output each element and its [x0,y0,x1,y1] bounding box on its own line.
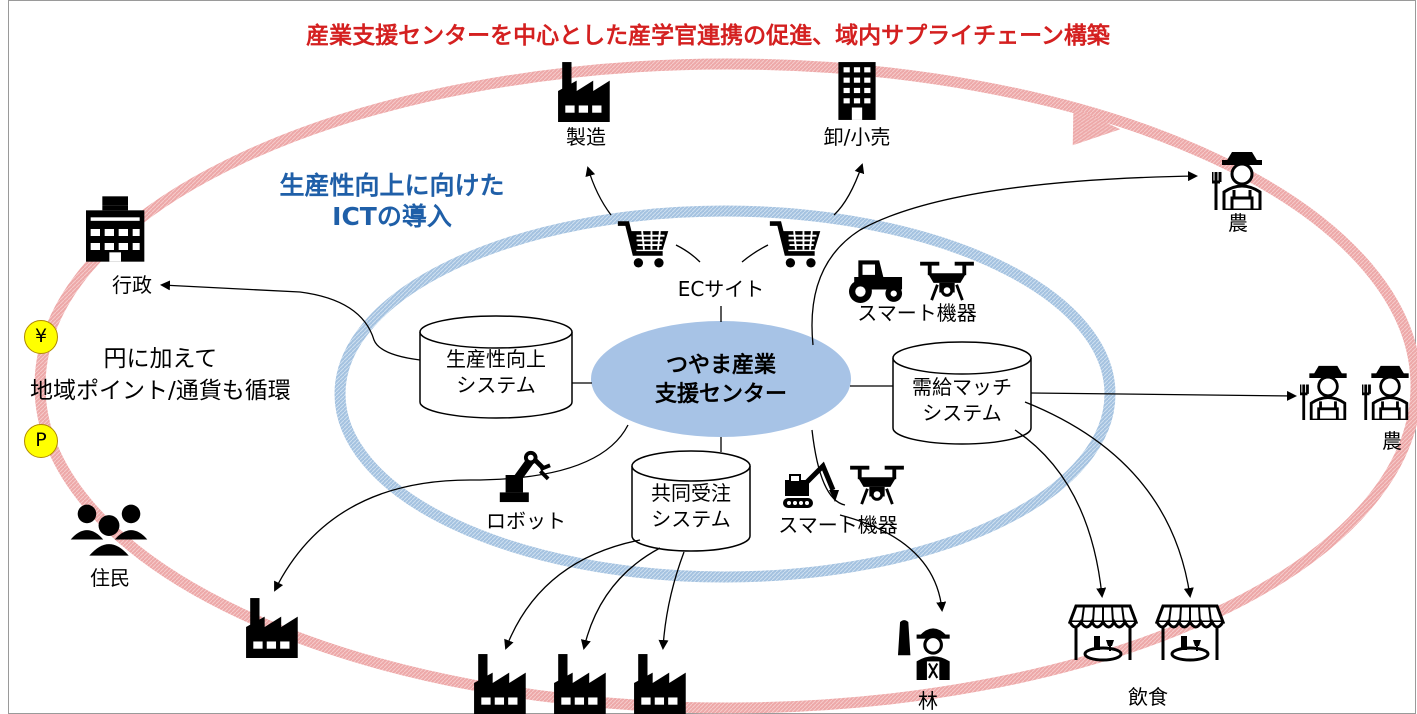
matching-system-line-1: 需給マッチ [912,375,1012,399]
excavator-icon [783,466,839,508]
farmer-icon [1362,364,1411,420]
joint-order-system-line-2: システム [651,507,731,531]
factory-icon [474,654,526,714]
center-node-shape [591,321,851,437]
joint-order-system-label: 共同受注 システム [651,480,731,532]
center-line-1: つやま産業 [665,353,777,378]
joint-order-system-line-1: 共同受注 [651,481,731,505]
productivity-system-line-2: システム [456,373,536,397]
farmer-icon [1300,364,1349,420]
food-service-label: 飲食 [1128,685,1168,709]
drone-icon [918,260,976,302]
tractor-icon [849,260,903,303]
center-node-label: つやま産業 支援センター [655,352,787,409]
factory-icon [554,654,606,714]
productivity-system-label: 生産性向上 システム [446,346,546,398]
smart-devices-top-label: スマート機器 [857,301,977,325]
shopping-cart-icon [618,224,668,268]
robot-label: ロボット [486,509,566,533]
outer-cycle-ring [34,58,1417,714]
ict-introduction-label: 生産性向上に向けた ICTの導入 [279,170,504,233]
yen-coin-icon: ¥ [24,320,58,354]
productivity-system-cylinder [419,315,573,419]
ict-label-line-2: ICTの導入 [332,202,452,232]
forestry-worker-icon [898,618,952,680]
drone-icon [848,464,906,506]
currency-text-line-1: 円に加えて [103,346,218,372]
smart-devices-bottom-label: スマート機器 [778,513,898,537]
agriculture-label-1: 農 [1228,211,1248,235]
manufacturing-label: 製造 [566,125,606,149]
factory-icon [246,598,298,658]
productivity-system-line-1: 生産性向上 [446,347,546,371]
ec-site-label: ECサイト [677,277,765,301]
wholesale-retail-label: 卸/小売 [823,125,891,149]
building-icon [838,62,876,120]
joint-order-system-cylinder [631,450,751,552]
factory-icon [634,654,686,714]
matching-system-line-2: システム [922,401,1002,425]
currency-text-line-2: 地域ポイント/通貨も循環 [30,378,291,405]
connector-lines [160,163,1297,650]
shopping-cart-icon [770,224,820,268]
diagram-title: 産業支援センターを中心とした産学官連携の促進、域内サプライチェーン構築 [306,23,1110,49]
matching-system-cylinder [892,341,1032,445]
center-line-2: 支援センター [654,381,788,407]
point-coin-icon: P [24,424,58,458]
forestry-label: 林 [918,689,938,713]
currency-circulation-text: 円に加えて 地域ポイント/通貨も循環 [30,343,291,407]
residents-label: 住民 [90,566,130,590]
matching-system-label: 需給マッチ システム [912,374,1012,426]
government-label: 行政 [112,273,152,297]
office-building-icon [86,196,145,262]
ict-label-line-1: 生産性向上に向けた [279,171,505,200]
agriculture-label-2: 農 [1382,429,1402,453]
